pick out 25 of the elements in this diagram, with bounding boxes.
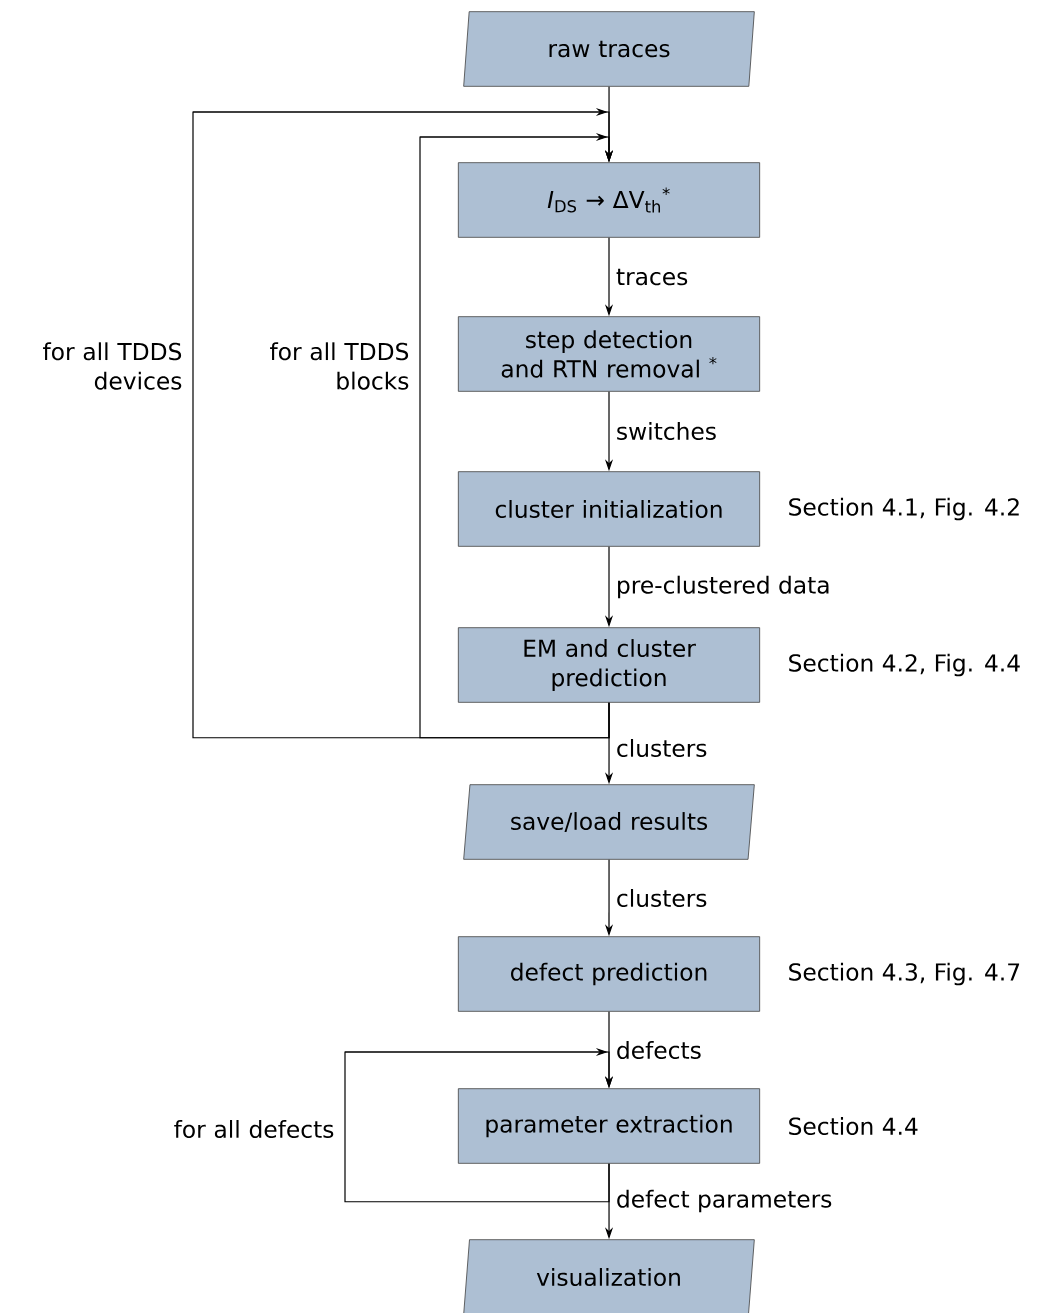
edge-label: defects xyxy=(614,1039,704,1061)
data-parallelogram: save/load results xyxy=(463,784,755,860)
edge-label: clusters xyxy=(614,887,709,909)
process-box: step detection and RTN removal $^{*}$ xyxy=(457,316,761,392)
process-box: cluster initialization xyxy=(457,471,761,547)
edge-label: switches xyxy=(614,420,719,442)
edge-label: clusters xyxy=(614,737,709,759)
edge-label: pre-clustered data xyxy=(614,574,832,600)
loop-arrow xyxy=(344,1047,614,1203)
loop-label: for all TDDS devices xyxy=(43,342,182,390)
process-box: EM and cluster prediction xyxy=(457,627,761,703)
process-box: parameter extraction xyxy=(457,1088,761,1164)
section-reference: Section 4.3, Fig. 4.7 xyxy=(789,962,1020,986)
data-parallelogram: raw traces xyxy=(463,11,755,87)
section-reference: Section 4.2, Fig. 4.4 xyxy=(789,653,1020,677)
process-box: defect prediction xyxy=(457,936,761,1012)
process-box: I$_{DS}$ → ΔV$_{th}$* xyxy=(457,162,761,238)
loop-label: for all defects xyxy=(174,1120,334,1139)
loop-arrow xyxy=(419,132,614,739)
edge-label: defect parameters xyxy=(614,1188,834,1214)
data-parallelogram: visualization xyxy=(463,1239,755,1313)
loop-label: for all TDDS blocks xyxy=(270,342,409,390)
edge-label: traces xyxy=(614,267,690,287)
section-reference: Section 4.4 xyxy=(789,1117,918,1136)
section-reference: Section 4.1, Fig. 4.2 xyxy=(789,497,1019,521)
